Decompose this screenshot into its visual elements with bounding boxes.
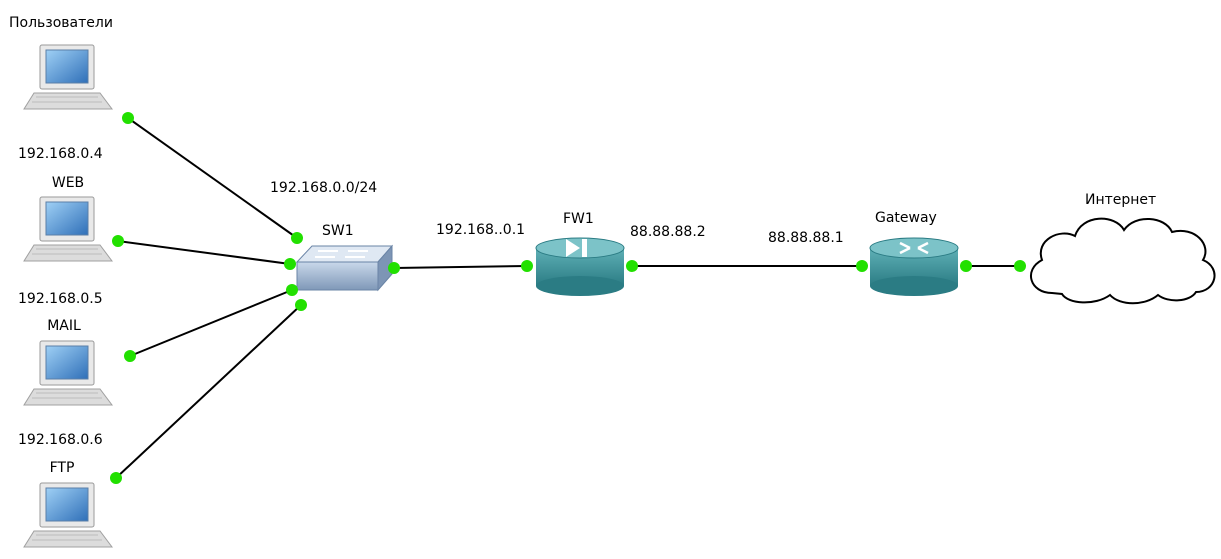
gateway-ip-label: 88.88.88.1 xyxy=(768,230,844,246)
laptop-icon xyxy=(23,196,113,262)
laptop-icon xyxy=(23,482,113,548)
port-dot xyxy=(291,232,303,244)
laptop-icon xyxy=(23,44,113,110)
firewall-fw1[interactable] xyxy=(535,237,625,296)
ftp-name-label: FTP xyxy=(49,460,75,476)
ftp-ip-label: 192.168.0.6 xyxy=(18,432,103,448)
laptop-mail[interactable] xyxy=(23,340,113,406)
port-dot xyxy=(110,472,122,484)
fw1-label: FW1 xyxy=(563,211,594,227)
web-name-label: WEB xyxy=(51,175,85,191)
laptop-web[interactable] xyxy=(23,196,113,262)
router-icon xyxy=(869,237,959,296)
link-mail-sw1 xyxy=(129,289,293,357)
gateway-label: Gateway xyxy=(875,210,937,226)
cloud-icon xyxy=(1030,217,1216,305)
port-dot xyxy=(124,350,136,362)
link-users-sw1 xyxy=(127,117,298,239)
mail-name-label: MAIL xyxy=(47,318,81,334)
link-sw1-fw1 xyxy=(393,265,528,269)
laptop-icon xyxy=(23,340,113,406)
cloud-internet[interactable] xyxy=(1030,217,1216,305)
port-dot xyxy=(112,235,124,247)
fw1-outside-ip-label: 88.88.88.2 xyxy=(630,224,706,240)
users-label: Пользователи xyxy=(9,15,113,31)
web-ip-label: 192.168.0.4 xyxy=(18,146,103,162)
port-dot xyxy=(295,299,307,311)
router-gateway[interactable] xyxy=(869,237,959,296)
port-dots xyxy=(110,112,1026,484)
port-dot xyxy=(1014,260,1026,272)
mail-ip-label: 192.168.0.5 xyxy=(18,291,103,307)
port-dot xyxy=(122,112,134,124)
switch-sw1[interactable] xyxy=(295,244,394,292)
port-dot xyxy=(960,260,972,272)
internet-label: Интернет xyxy=(1085,192,1157,208)
switch-icon xyxy=(295,244,394,292)
sw1-label: SW1 xyxy=(322,223,354,239)
port-dot xyxy=(284,258,296,270)
subnet-label: 192.168.0.0/24 xyxy=(270,180,378,196)
fw1-inside-ip-label: 192.168..0.1 xyxy=(436,222,526,238)
firewall-icon xyxy=(535,237,625,296)
laptop-ftp[interactable] xyxy=(23,482,113,548)
port-dot xyxy=(388,262,400,274)
port-dot xyxy=(521,260,533,272)
port-dot xyxy=(626,260,638,272)
port-dot xyxy=(856,260,868,272)
links xyxy=(115,117,1020,479)
link-web-sw1 xyxy=(117,240,291,265)
laptop-users[interactable] xyxy=(23,44,113,110)
link-ftp-sw1 xyxy=(115,304,302,479)
port-dot xyxy=(286,284,298,296)
